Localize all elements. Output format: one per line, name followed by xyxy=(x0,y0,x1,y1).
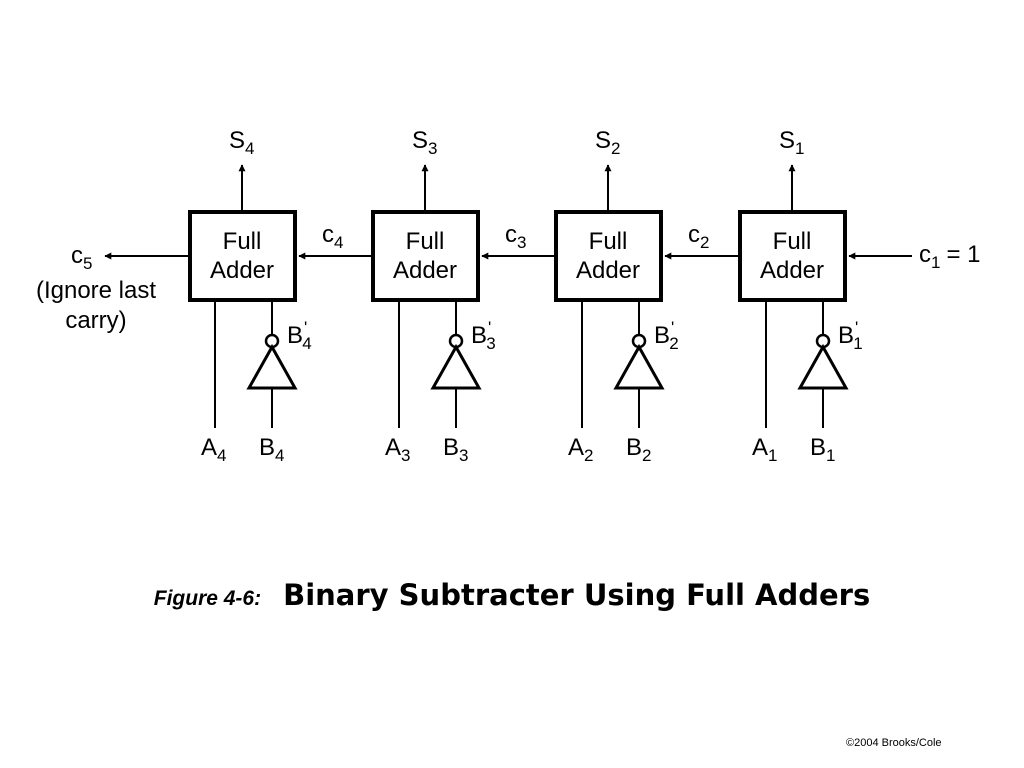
copyright-notice: ©2004 Brooks/Cole xyxy=(846,737,942,749)
full-adder-label-line1: Full xyxy=(223,228,262,255)
full-adder-label-line1: Full xyxy=(773,228,812,255)
full-adder-box-1 xyxy=(738,210,847,302)
b-complement-label-3: B'3 xyxy=(471,318,496,353)
carry-label-c3: c3 xyxy=(505,221,526,252)
subtracter-diagram: Full Adder S4 A4 B4 B'4 Full Adder S3 A3… xyxy=(36,127,981,465)
sum-label-1: S1 xyxy=(779,127,804,158)
sum-label-4: S4 xyxy=(229,127,254,158)
figure-number: Figure 4-6: xyxy=(153,587,262,610)
b-input-label-1: B1 xyxy=(810,434,835,465)
sum-label-2: S2 xyxy=(595,127,620,158)
sum-label-3: S3 xyxy=(412,127,437,158)
inverter-triangle-1 xyxy=(797,343,849,390)
figure-caption: Figure 4-6: Binary Subtracter Using Full … xyxy=(0,578,1024,612)
a-input-label-3: A3 xyxy=(385,434,410,465)
b-complement-label-4: B'4 xyxy=(287,318,312,353)
ignore-carry-note-line1: (Ignore last xyxy=(36,277,156,304)
b-complement-label-1: B'1 xyxy=(838,318,863,353)
full-adder-label-line2: Adder xyxy=(576,257,640,284)
full-adder-box-4 xyxy=(188,210,297,302)
full-adder-stage-3: Full Adder S3 A3 B3 B'3 xyxy=(371,127,496,465)
carry-label-c2: c2 xyxy=(688,221,709,252)
carry-in-label: c1= 1 xyxy=(919,241,981,272)
full-adder-label-line1: Full xyxy=(406,228,445,255)
full-adder-label-line2: Adder xyxy=(393,257,457,284)
full-adder-stage-4: Full Adder S4 A4 B4 B'4 xyxy=(188,127,312,465)
b-input-label-2: B2 xyxy=(626,434,651,465)
b-input-label-4: B4 xyxy=(259,434,284,465)
full-adder-label-line2: Adder xyxy=(210,257,274,284)
full-adder-label-line2: Adder xyxy=(760,257,824,284)
full-adder-box-2 xyxy=(554,210,663,302)
full-adder-box-3 xyxy=(371,210,480,302)
carry-out-label-c5: c5 xyxy=(71,242,92,273)
a-input-label-1: A1 xyxy=(752,434,777,465)
a-input-label-2: A2 xyxy=(568,434,593,465)
inverter-triangle-2 xyxy=(613,343,665,390)
a-input-label-4: A4 xyxy=(201,434,226,465)
figure-title: Binary Subtracter Using Full Adders xyxy=(283,578,871,612)
inverter-triangle-3 xyxy=(430,343,482,390)
ignore-carry-note-line2: carry) xyxy=(65,307,126,334)
full-adder-stage-2: Full Adder S2 A2 B2 B'2 xyxy=(554,127,679,465)
full-adder-label-line1: Full xyxy=(589,228,628,255)
inverter-triangle-4 xyxy=(246,343,298,390)
carry-label-c4: c4 xyxy=(322,221,343,252)
b-input-label-3: B3 xyxy=(443,434,468,465)
b-complement-label-2: B'2 xyxy=(654,318,679,353)
full-adder-stage-1: Full Adder S1 A1 B1 B'1 xyxy=(738,127,863,465)
